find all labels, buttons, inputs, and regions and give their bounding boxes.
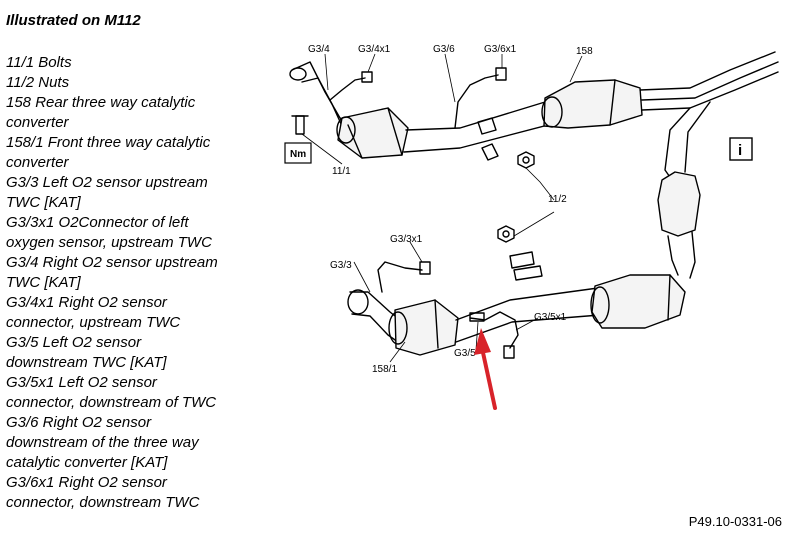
nut-11-2-lower — [497, 225, 515, 243]
legend-item: G3/3x1 O2Connector of left oxygen sensor… — [6, 214, 212, 251]
lower-rear-converter — [590, 274, 686, 329]
center-resonator — [657, 171, 701, 279]
callout-158-1: 158/1 — [372, 364, 397, 375]
callout-g3-4x1: G3/4x1 — [358, 44, 391, 55]
red-arrow-icon — [474, 328, 497, 410]
torque-icon: Nm — [284, 142, 312, 164]
sensor-g3-4 — [329, 71, 373, 101]
legend-item: G3/6 Right O2 sensor downstream of the t… — [6, 414, 199, 471]
callout-g3-4: G3/4 — [308, 44, 330, 55]
torque-label: Nm — [290, 149, 306, 160]
callout-g3-6: G3/6 — [433, 44, 455, 55]
legend-list: 11/1 Bolts 11/2 Nuts 158 Rear three way … — [6, 53, 276, 513]
legend-item: G3/4 Right O2 sensor upstream TWC [KAT] — [6, 254, 218, 291]
upper-tail-pipes — [639, 51, 779, 181]
legend-item: 11/2 Nuts — [6, 74, 70, 91]
leader-lines — [301, 53, 583, 363]
bolt-11-1 — [291, 115, 309, 135]
right-mid-pipe — [403, 101, 549, 153]
callout-11-2: 11/2 — [548, 194, 567, 205]
bracket-lower — [509, 251, 543, 281]
bracket-upper — [477, 117, 499, 161]
page-title: Illustrated on M112 — [6, 12, 141, 29]
callout-g3-3: G3/3 — [330, 260, 352, 271]
legend-item: 158 Rear three way catalytic converter — [6, 94, 196, 131]
legend-item: 11/1 Bolts — [6, 54, 72, 71]
legend-item: G3/5x1 Left O2 sensor connector, downstr… — [6, 374, 217, 411]
callout-11-1: 11/1 — [332, 166, 351, 177]
exhaust-system-diagram: G3/4 G3/4x1 G3/6 G3/6x1 158 11/1 11/2 G3… — [284, 44, 779, 410]
left-front-converter-158-1 — [388, 299, 459, 356]
sensor-g3-3 — [377, 261, 431, 293]
rear-converter-158 — [541, 79, 643, 129]
callout-g3-5: G3/5 — [454, 348, 476, 359]
info-label: i — [738, 142, 742, 159]
legend-item: G3/5 Left O2 sensor downstream TWC [KAT] — [6, 334, 167, 371]
callout-g3-3x1: G3/3x1 — [390, 234, 423, 245]
legend-item: G3/4x1 Right O2 sensor connector, upstre… — [6, 294, 181, 331]
callout-158: 158 — [576, 46, 593, 57]
sensor-g3-5 — [469, 311, 519, 359]
legend-item: G3/6x1 Right O2 sensor connector, downst… — [6, 474, 200, 511]
nut-11-2-upper — [517, 151, 535, 169]
left-mid-pipe — [455, 287, 601, 343]
legend-item: 158/1 Front three way catalytic converte… — [6, 134, 211, 171]
callout-g3-5x1: G3/5x1 — [534, 312, 567, 323]
callout-g3-6x1: G3/6x1 — [484, 44, 517, 55]
info-icon: i — [729, 137, 753, 161]
legend-item: G3/3 Left O2 sensor upstream TWC [KAT] — [6, 174, 208, 211]
figure-number: P49.10-0331-06 — [688, 514, 782, 529]
right-front-converter — [336, 107, 409, 159]
sensor-g3-6 — [454, 67, 507, 129]
